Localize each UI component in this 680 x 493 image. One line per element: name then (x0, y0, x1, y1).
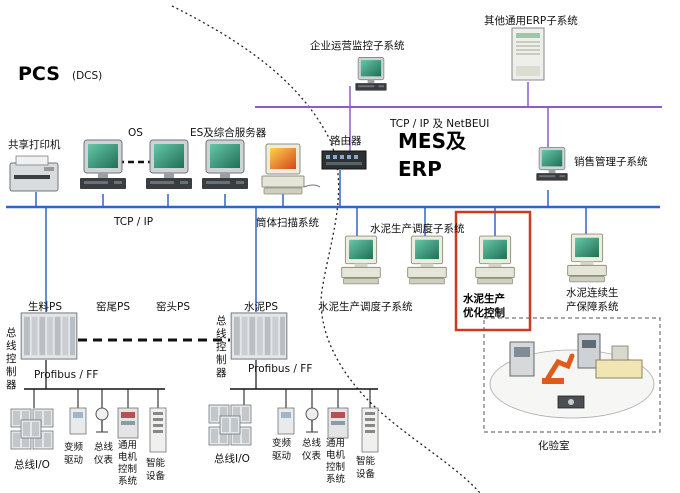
right-smart-device-icon (361, 407, 379, 453)
os-label: OS (128, 127, 143, 139)
printer-label: 共享打印机 (8, 138, 61, 151)
right-motor-label-3: 控制 (326, 461, 345, 473)
left-motor-label-4: 系统 (118, 475, 138, 487)
other-erp-label: 其他通用ERP子系统 (484, 14, 578, 27)
enterprise-monitor-label: 企业运营监控子系统 (310, 39, 405, 52)
cement-ps-controller-icon (230, 312, 288, 360)
es-server-pc-icon (201, 139, 249, 190)
left-bus-io-label: 总线I/O (14, 458, 50, 471)
os-pc-icon (79, 139, 127, 190)
left-smart-label-2: 设备 (146, 470, 166, 482)
left-motor-label-3: 控制 (118, 463, 137, 475)
left-smart-label-1: 智能 (146, 457, 166, 469)
dispatch-pc-icon (341, 235, 381, 285)
lab-equipment-icon (509, 333, 643, 409)
printer-icon (9, 155, 59, 192)
continuous-label-2: 产保障系统 (566, 300, 619, 313)
kiln-head-ps-label: 窑头PS (156, 300, 190, 313)
continuous-label-1: 水泥连续生 (566, 286, 619, 299)
cement-ps-label: 水泥PS (244, 300, 278, 313)
pcs-subtitle: (DCS) (72, 70, 102, 82)
dispatch-bottom-label: 水泥生产调度子系统 (318, 300, 413, 313)
scan-label: 筒体扫描系统 (256, 216, 319, 229)
tcpip-label: TCP / IP (113, 216, 153, 228)
left-motor-control-icon (117, 407, 139, 439)
optimize-pc-icon (475, 235, 515, 285)
dispatch-top-label: 水泥生产调度子系统 (370, 222, 465, 235)
os-pc-icon-2 (145, 139, 193, 190)
left-meter-label-2: 仪表 (94, 454, 114, 466)
raw-ps-controller-icon (20, 312, 78, 360)
profibus-left-label: Profibus / FF (34, 369, 98, 381)
left-vfd-icon (69, 407, 87, 435)
erp-server-icon (511, 27, 545, 81)
right-vfd-label-2: 驱动 (272, 451, 291, 462)
router-label: 路由器 (330, 134, 362, 147)
left-meter-label-1: 总线 (94, 441, 114, 453)
bus-controller-right-label: 总线控制器 (216, 314, 227, 379)
left-vfd-label-2: 驱动 (64, 455, 83, 466)
router-icon (321, 150, 367, 170)
left-motor-label-1: 通用 (118, 440, 137, 451)
optimize-label-1: 水泥生产 (462, 292, 505, 305)
bus-controller-left-label: 总线控制器 (6, 326, 17, 391)
right-bus-meter-icon (305, 407, 319, 433)
right-motor-label-1: 通用 (326, 438, 345, 449)
optimize-label-2: 优化控制 (463, 306, 505, 319)
left-motor-label-2: 电机 (118, 451, 138, 463)
enterprise-monitor-pc-icon (355, 57, 387, 91)
dispatch-pc-icon-2 (407, 235, 447, 285)
continuous-pc-icon (567, 233, 607, 283)
sales-label: 销售管理子系统 (574, 155, 648, 168)
left-smart-device-icon (149, 407, 167, 453)
es-server-label: ES及综合服务器 (190, 126, 267, 139)
optimize-highlight-box (454, 210, 532, 332)
erp-title: ERP (398, 157, 442, 181)
lab-area (483, 317, 661, 433)
right-smart-label-2: 设备 (356, 468, 376, 480)
right-bus-io-label: 总线I/O (214, 452, 250, 465)
left-bus-meter-icon (95, 407, 109, 433)
right-smart-label-1: 智能 (356, 455, 376, 467)
right-vfd-label-1: 变频 (272, 437, 292, 449)
left-bus-io-modules-icon (10, 408, 54, 450)
right-motor-label-4: 系统 (326, 473, 346, 485)
raw-ps-label: 生料PS (28, 300, 62, 313)
pcs-mes-boundary (171, 5, 481, 493)
profibus-right-label: Profibus / FF (248, 363, 312, 375)
right-motor-control-icon (327, 407, 349, 439)
right-vfd-icon (277, 407, 295, 435)
scan-pc-icon (261, 143, 321, 195)
right-bus-io-modules-icon (208, 404, 252, 446)
kiln-tail-ps-label: 窑尾PS (96, 300, 130, 313)
pcs-title: PCS (18, 63, 60, 85)
right-meter-label-1: 总线 (302, 437, 322, 449)
right-motor-label-2: 电机 (326, 449, 346, 461)
netbeui-label: TCP / IP 及 NetBEUI (389, 118, 489, 130)
mes-title: MES及 (398, 129, 467, 153)
right-meter-label-2: 仪表 (302, 450, 322, 462)
lab-label: 化验室 (538, 439, 570, 452)
sales-pc-icon (536, 146, 568, 181)
left-vfd-label-1: 变频 (64, 441, 84, 453)
